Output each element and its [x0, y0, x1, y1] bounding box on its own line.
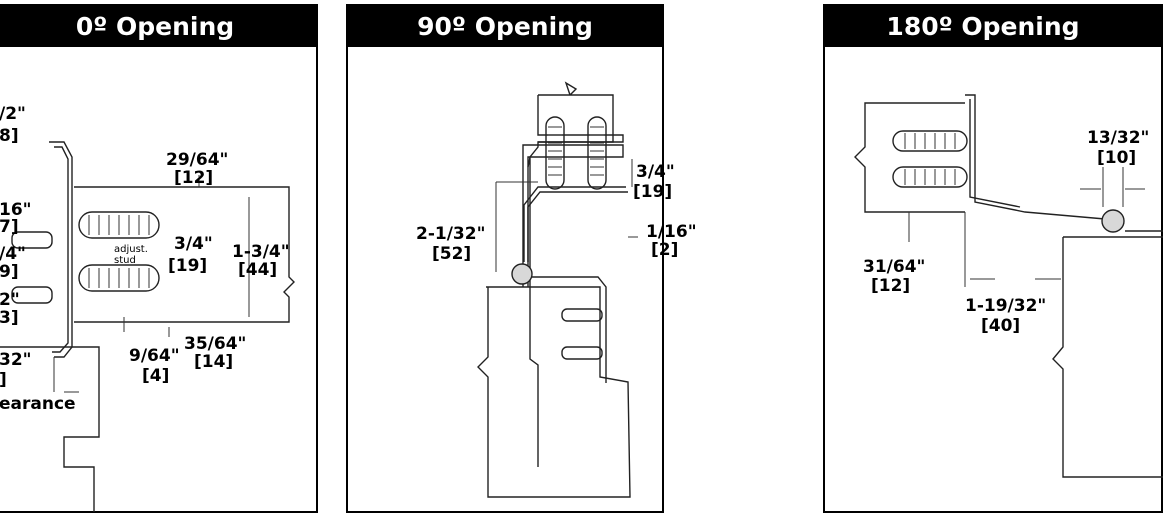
dim-label: earance — [0, 394, 76, 414]
frame-screw-1 — [892, 130, 968, 152]
hinge-pin — [511, 263, 533, 285]
dim-label: 1-19/32" — [965, 296, 1046, 316]
panel-title-text: 180º Opening — [886, 12, 1080, 41]
hinge-leaf — [523, 186, 626, 262]
hinge-diagram-closed: /2" 8] 29/64" [12] 16" 7] /4" 9] adjust.… — [0, 104, 295, 512]
adjust-stud-bottom — [78, 264, 160, 292]
hinge-leaf-2 — [969, 99, 1021, 208]
door-screw-1 — [561, 308, 603, 322]
frame-screw-1 — [545, 116, 565, 190]
dim-label: 29/64" — [166, 150, 228, 170]
panel-title: 90º Opening — [348, 6, 662, 47]
door-outline — [1052, 230, 1163, 478]
stud-label: stud — [114, 255, 136, 266]
adjust-stud-top — [78, 211, 160, 239]
dim-label: 16" — [0, 200, 32, 220]
dim-label: 31/64" — [863, 257, 925, 277]
door-leaf — [532, 276, 607, 383]
frame-block — [538, 81, 614, 143]
panel-title: 180º Opening — [825, 6, 1161, 47]
stud-label: adjust. — [114, 244, 148, 255]
dim-label: /2" — [0, 104, 26, 124]
dim-label: 35/64" — [184, 334, 246, 354]
dim-label: 9/64" — [129, 346, 180, 366]
dim-label: 1-3/4" — [232, 242, 290, 262]
panel-180-degree-opening: 180º Opening 13/32" [10] — [823, 4, 1163, 513]
dim-label: ] — [0, 370, 7, 390]
door-outline — [0, 346, 100, 512]
dim-label: [14] — [194, 352, 233, 372]
dim-label: [40] — [981, 316, 1020, 336]
door-outline — [477, 144, 631, 498]
hinge-leaf-2 — [527, 191, 628, 262]
frame-outline — [527, 95, 624, 467]
hinge-diagram-180: 13/32" [10] 31/64" [12] 1-19/32" [40] — [854, 94, 1163, 478]
panel-title: 0º Opening — [0, 6, 316, 47]
dim-label: /4" — [0, 244, 26, 264]
dim-label: 8] — [0, 126, 19, 146]
dim-label: 9] — [0, 262, 19, 282]
dim-label: [52] — [432, 244, 471, 264]
hinge-leaf — [965, 94, 1106, 220]
dim-label: 3/4" — [636, 162, 675, 182]
frame-outline — [74, 186, 295, 323]
frame-screw-threads — [548, 126, 604, 176]
panel-title-text: 90º Opening — [417, 12, 593, 41]
dim-label: 13/32" — [1087, 128, 1149, 148]
dim-label: [44] — [238, 260, 277, 280]
dim-label: [10] — [1097, 148, 1136, 168]
panel-0-degree-opening: 0º Opening — [0, 4, 318, 513]
dim-label: 3] — [0, 308, 19, 328]
dim-label: [19] — [168, 256, 207, 276]
frame-screw-threads — [904, 133, 956, 185]
hinge-pin — [1101, 209, 1125, 233]
dim-label: 1/16" — [646, 222, 697, 242]
panel-90-degree-opening: 90º Opening 3/4" — [346, 4, 697, 513]
dim-label: [19] — [633, 182, 672, 202]
hinge-leaf — [49, 141, 73, 358]
frame-outline — [854, 102, 965, 213]
hinge-leaf-2 — [52, 146, 69, 353]
dim-label: 2" — [0, 290, 20, 310]
hinge-screws-left — [11, 231, 53, 304]
dim-label: 2-1/32" — [416, 224, 485, 244]
dim-label: [2] — [651, 240, 678, 260]
dim-label: [4] — [142, 366, 169, 386]
dim-label: [12] — [174, 168, 213, 188]
dim-label: 32" — [0, 350, 32, 370]
panel-title-text: 0º Opening — [75, 12, 235, 41]
dim-label: [12] — [871, 276, 910, 296]
dim-label: 7] — [0, 217, 19, 237]
frame-screw-2 — [587, 116, 607, 190]
dim-label: 3/4" — [174, 234, 213, 254]
frame-screw-2 — [892, 166, 968, 188]
hinge-diagram-90: 3/4" [19] 2-1/32" [52] 1/16" [2] — [416, 81, 697, 498]
door-screw-2 — [561, 346, 603, 360]
